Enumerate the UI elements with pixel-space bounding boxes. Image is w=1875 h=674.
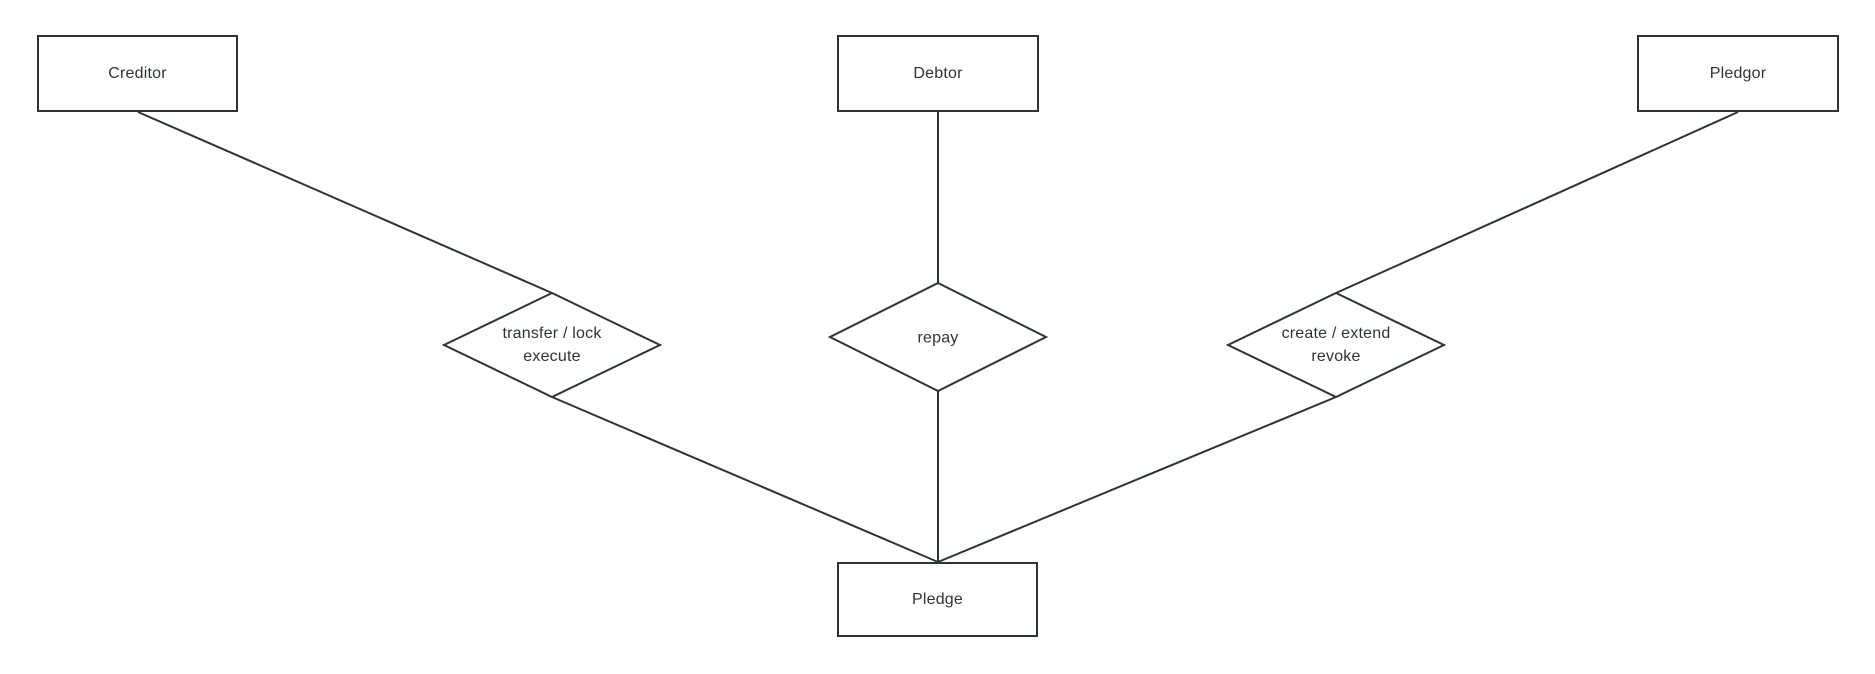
edge-transfer-lock-execute-to-pledge[interactable] <box>551 396 939 563</box>
entity-label-creditor: Creditor <box>108 64 167 82</box>
relationship-diamond-transfer-lock-execute[interactable] <box>441 291 663 399</box>
entity-label-pledge: Pledge <box>911 590 964 608</box>
entity-box-pledge[interactable]: Pledge <box>837 562 1038 637</box>
entity-box-debtor[interactable]: Debtor <box>837 35 1039 112</box>
entity-box-creditor[interactable]: Creditor <box>37 35 238 112</box>
edge-pledgor-to-create-extend-revoke[interactable] <box>1335 111 1739 294</box>
relationship-diamond-create-extend-revoke[interactable] <box>1225 291 1447 399</box>
entity-box-pledgor[interactable]: Pledgor <box>1637 35 1839 112</box>
edge-creditor-to-transfer-lock-execute[interactable] <box>137 111 553 294</box>
edge-create-extend-revoke-to-pledge[interactable] <box>937 396 1337 563</box>
entity-label-pledgor: Pledgor <box>1709 64 1767 82</box>
entity-label-debtor: Debtor <box>913 64 963 82</box>
relationship-diamond-repay[interactable] <box>827 281 1049 393</box>
